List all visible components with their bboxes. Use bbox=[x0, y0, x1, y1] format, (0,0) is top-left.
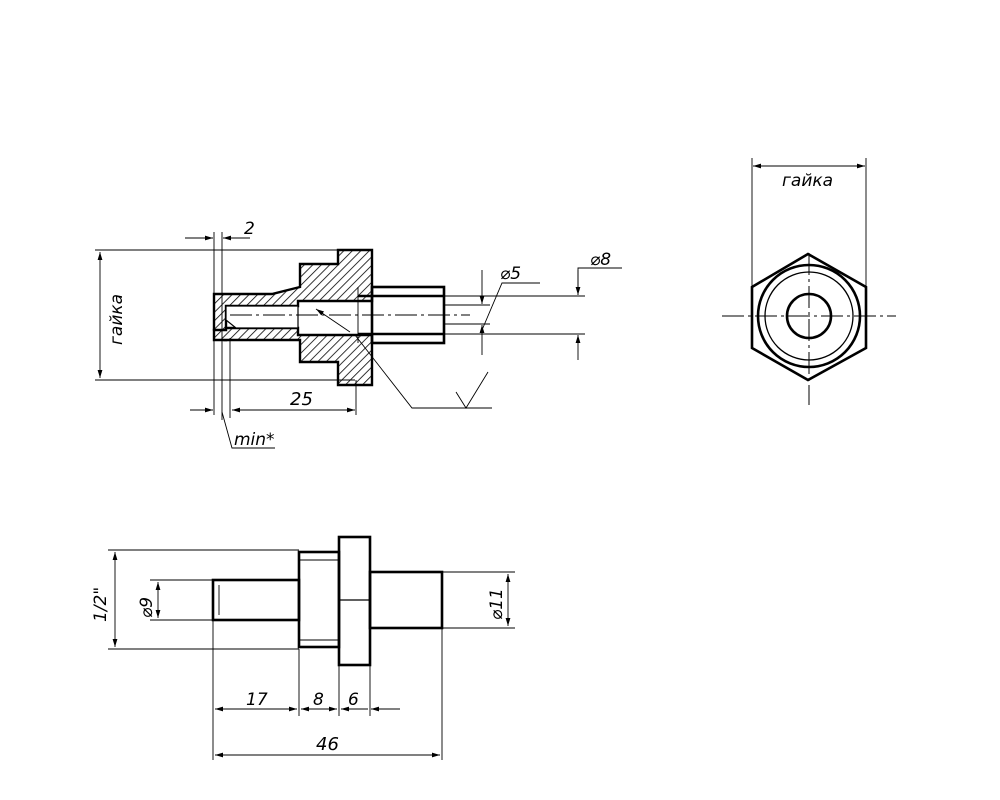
dim-label-phi8: ⌀8 bbox=[590, 250, 611, 270]
end-view bbox=[722, 158, 896, 405]
dim-label-8: 8 bbox=[313, 690, 324, 710]
dim-label-phi11: ⌀11 bbox=[487, 588, 507, 620]
dim-label-min: min* bbox=[234, 430, 275, 450]
dim-label-17: 17 bbox=[246, 690, 268, 710]
section-lower-hatch bbox=[212, 326, 374, 387]
section-bore bbox=[225, 305, 299, 329]
dim-label-25: 25 bbox=[290, 389, 313, 410]
dim-label-2: 2 bbox=[244, 219, 255, 239]
dim-label-6: 6 bbox=[348, 690, 359, 710]
side-view bbox=[108, 535, 515, 760]
dim-label-nut-height: гайка bbox=[107, 294, 127, 345]
dim-label-phi9: ⌀9 bbox=[137, 597, 157, 618]
hex-nut-outline bbox=[750, 252, 868, 382]
dim-label-half-inch: 1/2" bbox=[91, 587, 111, 622]
dim-label-phi5: ⌀5 bbox=[500, 264, 521, 284]
dim-label-46: 46 bbox=[316, 734, 339, 755]
section-view bbox=[95, 232, 622, 449]
dim-label-nut-width: гайка bbox=[782, 171, 833, 191]
